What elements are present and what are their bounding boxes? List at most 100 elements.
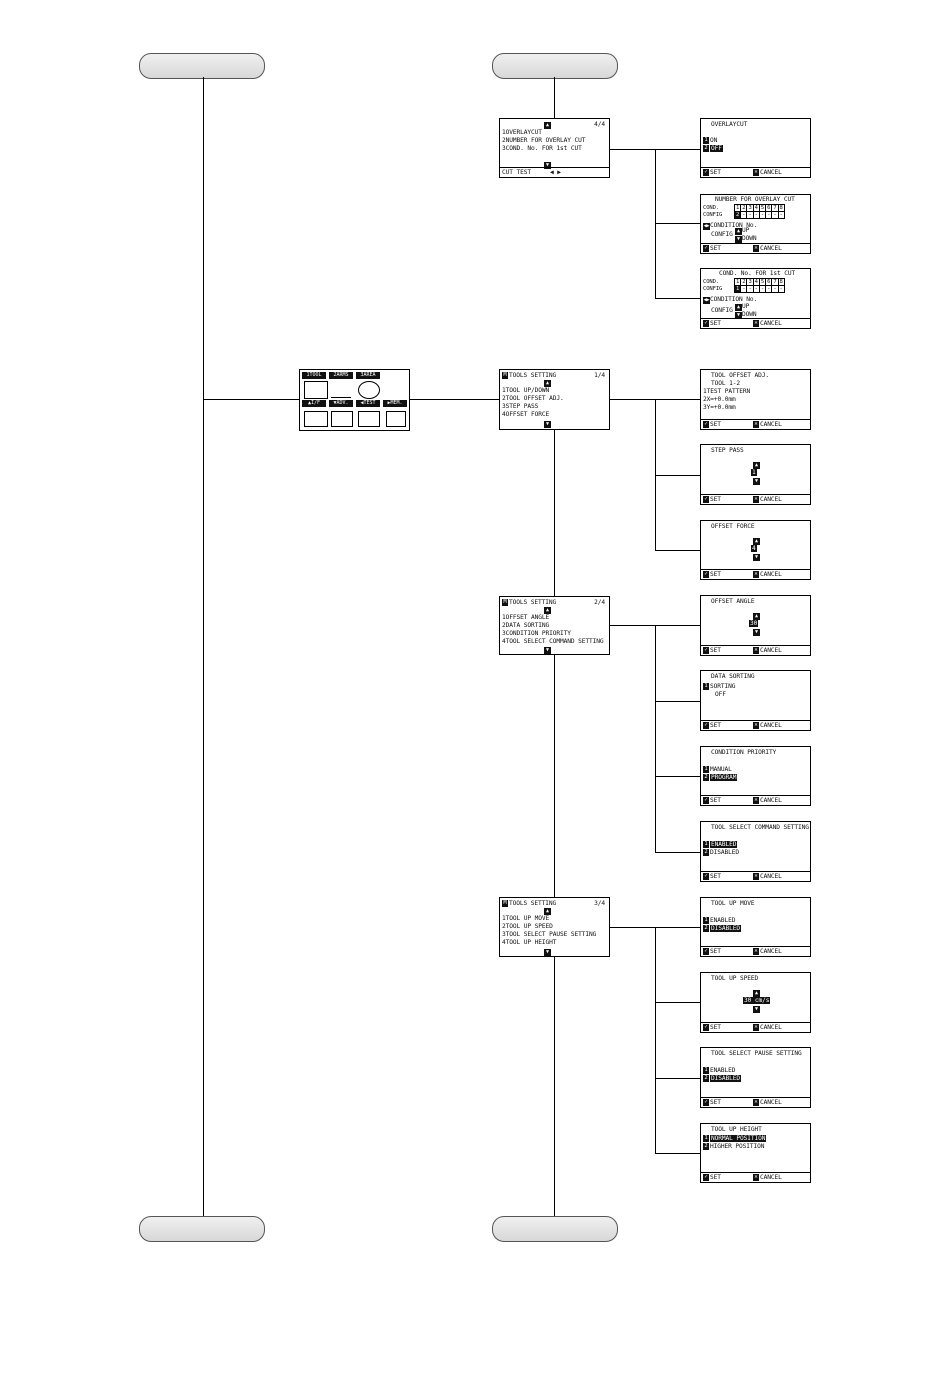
option-disabled[interactable]: DISABLED — [710, 849, 740, 856]
config-cell[interactable]: - — [746, 285, 754, 293]
tool-up-speed-screen[interactable]: TOOL UP SPEED ▲ 30 cm/s ▼ ✓SET ✕CANCEL — [700, 972, 811, 1033]
tool-up-speed-value[interactable]: 30 cm/s — [743, 997, 771, 1004]
cancel-button[interactable]: CANCEL — [760, 1099, 782, 1106]
tab-arms[interactable]: 2ARMS — [329, 372, 353, 379]
config-cell[interactable]: - — [777, 211, 785, 219]
menu-item[interactable]: 2X=+0.0mm — [703, 396, 736, 403]
menu-item-tool-up-move[interactable]: 1TOOL UP MOVE — [502, 915, 550, 922]
config-cell[interactable]: - — [777, 285, 785, 293]
menu-item-offset-force[interactable]: 4OFFSET FORCE — [502, 411, 550, 418]
config-cell[interactable]: - — [740, 211, 748, 219]
option-program[interactable]: PROGRAM — [710, 774, 738, 781]
set-button[interactable]: SET — [710, 496, 721, 503]
menu-item-tool-offset-adj[interactable]: 2TOOL OFFSET ADJ. — [502, 395, 564, 402]
set-button[interactable]: SET — [710, 1099, 721, 1106]
cancel-button[interactable]: CANCEL — [760, 421, 782, 428]
footer-left[interactable]: CUT TEST — [502, 169, 532, 176]
offset-angle-screen[interactable]: OFFSET ANGLE ▲ 30 ▼ ✓SET ✕CANCEL — [700, 595, 811, 656]
config-cell[interactable]: - — [765, 211, 773, 219]
menu-item-tool-up-height[interactable]: 4TOOL UP HEIGHT — [502, 939, 557, 946]
menu-item[interactable]: 3Y=+0.0mm — [703, 404, 736, 411]
set-button[interactable]: SET — [710, 722, 721, 729]
config-cell[interactable]: - — [746, 211, 754, 219]
cancel-button[interactable]: CANCEL — [760, 797, 782, 804]
tab-area[interactable]: 3AREA — [356, 372, 380, 379]
set-button[interactable]: SET — [710, 647, 721, 654]
set-button[interactable]: SET — [710, 421, 721, 428]
config-cell[interactable]: - — [752, 285, 760, 293]
option-higher-position[interactable]: HIGHER POSITION — [710, 1143, 765, 1150]
set-button[interactable]: SET — [710, 571, 721, 578]
option-disabled[interactable]: DISABLED — [710, 925, 742, 932]
offset-force-screen[interactable]: OFFSET FORCE ▲ 4 ▼ ✓SET ✕CANCEL — [700, 520, 811, 580]
cancel-button[interactable]: CANCEL — [760, 245, 782, 252]
menu-item-tool-select-command[interactable]: 4TOOL SELECT COMMAND SETTING — [502, 638, 604, 645]
tab-test[interactable]: ◀TEST — [356, 400, 380, 407]
cancel-button[interactable]: CANCEL — [760, 647, 782, 654]
config-cell[interactable]: - — [765, 285, 773, 293]
offset-force-value[interactable]: 4 — [751, 545, 757, 552]
config-cell[interactable]: - — [771, 211, 779, 219]
tab-tool[interactable]: 1TOOL — [302, 372, 326, 379]
tools-setting-page-4[interactable]: ▲ 4/4 1OVERLAYCUT 2NUMBER FOR OVERLAY CU… — [499, 118, 610, 178]
config-cell[interactable]: - — [758, 285, 767, 293]
config-cell[interactable]: - — [740, 285, 748, 293]
option-enabled[interactable]: ENABLED — [710, 841, 738, 848]
config-cell[interactable]: - — [758, 211, 767, 219]
option-enabled[interactable]: ENABLED — [710, 1067, 736, 1074]
sorting-label[interactable]: SORTING — [710, 683, 736, 690]
tab-mem[interactable]: ▶MEM. — [383, 400, 407, 407]
menu-item-offset-angle[interactable]: 1OFFSET ANGLE — [502, 614, 550, 621]
set-button[interactable]: SET — [710, 169, 721, 176]
set-button[interactable]: SET — [710, 948, 721, 955]
option-enabled[interactable]: ENABLED — [710, 917, 736, 924]
tab-adv[interactable]: ▼ADV. — [329, 400, 353, 407]
cancel-button[interactable]: CANCEL — [760, 873, 782, 880]
cancel-button[interactable]: CANCEL — [760, 1174, 782, 1181]
option-off[interactable]: OFF — [710, 145, 723, 152]
set-button[interactable]: SET — [710, 245, 721, 252]
set-button[interactable]: SET — [710, 873, 721, 880]
set-button[interactable]: SET — [710, 320, 721, 327]
option-manual[interactable]: MANUAL — [710, 766, 732, 773]
menu-item[interactable]: 3COND. No. FOR 1st CUT — [502, 145, 582, 152]
menu-item-step-pass[interactable]: 3STEP PASS — [502, 403, 539, 410]
menu-item-condition-priority[interactable]: 3CONDITION PRIORITY — [502, 630, 571, 637]
menu-item[interactable]: 1OVERLAYCUT — [502, 129, 542, 136]
set-button[interactable]: SET — [710, 797, 721, 804]
cancel-button[interactable]: CANCEL — [760, 722, 782, 729]
cancel-button[interactable]: CANCEL — [760, 496, 782, 503]
option-disabled[interactable]: DISABLED — [710, 1075, 742, 1082]
step-pass-value[interactable]: 1 — [751, 469, 757, 476]
set-button[interactable]: SET — [710, 1024, 721, 1031]
menu-item-tool-up-down[interactable]: 1TOOL UP/DOWN — [502, 387, 550, 394]
menu-item[interactable]: 2NUMBER FOR OVERLAY CUT — [502, 137, 586, 144]
set-button[interactable]: SET — [710, 1174, 721, 1181]
menu-item[interactable]: 1TEST PATTERN — [703, 388, 751, 395]
main-menu-screen[interactable]: 1TOOL 2ARMS 3AREA ▲I/F ▼ADV. ◀TEST ▶MEM. — [299, 369, 410, 431]
menu-item-tool-up-speed[interactable]: 2TOOL UP SPEED — [502, 923, 553, 930]
config-cell[interactable]: 2 — [733, 211, 742, 219]
option-on[interactable]: ON — [710, 137, 718, 144]
cancel-button[interactable]: CANCEL — [760, 320, 782, 327]
config-cell[interactable]: - — [771, 285, 779, 293]
config-cell[interactable]: - — [752, 211, 760, 219]
footer-right[interactable]: ◀ ▶ — [550, 169, 561, 176]
tab-if[interactable]: ▲I/F — [302, 400, 326, 407]
tool-offset-adj-screen[interactable]: TOOL OFFSET ADJ. TOOL 1-2 1TEST PATTERN … — [700, 369, 811, 430]
offset-angle-value[interactable]: 30 — [749, 620, 759, 627]
cancel-button[interactable]: CANCEL — [760, 169, 782, 176]
step-pass-screen[interactable]: STEP PASS ▲ 1 ▼ ✓SET ✕CANCEL — [700, 444, 811, 505]
